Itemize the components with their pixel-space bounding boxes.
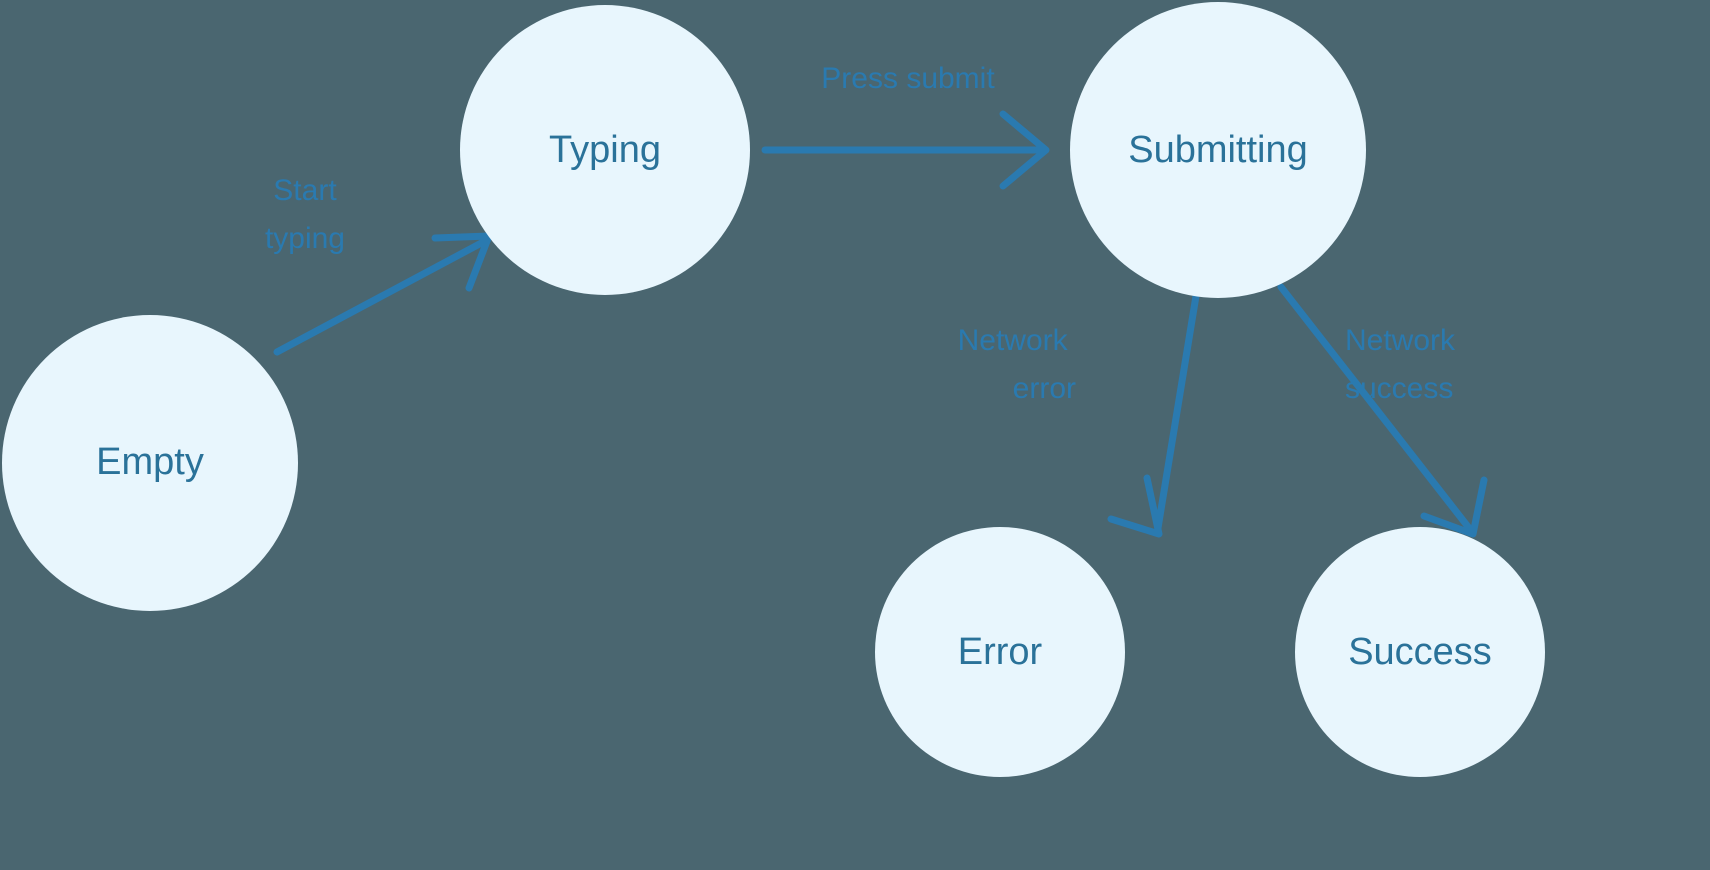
node-submitting-circle[interactable] — [1070, 2, 1366, 298]
edge-label-typing-to-submitting: Press submit — [821, 62, 995, 95]
arrowhead-submitting-to-error — [1107, 474, 1163, 538]
edge-line-submitting-to-error — [1154, 292, 1200, 532]
node-error-label: Error — [958, 631, 1043, 673]
edge-label-line: Network — [1345, 324, 1456, 357]
node-error-circle[interactable] — [875, 527, 1125, 777]
edge-label-line: Network — [958, 324, 1069, 357]
edge-submitting-to-success — [1277, 283, 1488, 538]
edge-label-submitting-to-error: Network error — [958, 324, 1076, 405]
node-empty-label: Empty — [96, 441, 204, 483]
node-typing-circle[interactable] — [460, 5, 750, 295]
node-success[interactable]: Success — [1295, 527, 1545, 777]
node-empty-circle[interactable] — [2, 315, 298, 611]
arrowhead-submitting-to-success — [1420, 476, 1488, 538]
arrowhead-typing-to-submitting — [999, 110, 1050, 190]
edge-label-line: error — [1013, 372, 1076, 405]
edge-typing-to-submitting — [761, 110, 1050, 190]
edge-label-line: typing — [265, 222, 345, 255]
edge-line-submitting-to-success — [1277, 283, 1473, 532]
node-success-circle[interactable] — [1295, 527, 1545, 777]
edge-label-empty-to-typing: Start typing — [265, 174, 345, 255]
edge-submitting-to-error — [1107, 292, 1200, 538]
node-empty[interactable]: Empty — [2, 315, 298, 611]
edge-line-empty-to-typing — [273, 236, 491, 356]
node-error[interactable]: Error — [875, 527, 1125, 777]
node-typing[interactable]: Typing — [460, 5, 750, 295]
edge-label-line: Press submit — [821, 62, 995, 95]
node-submitting-label: Submitting — [1128, 129, 1308, 171]
node-success-label: Success — [1348, 631, 1492, 673]
edge-label-submitting-to-success: Network success — [1345, 324, 1463, 405]
edge-label-line: success — [1345, 372, 1453, 405]
edge-label-line: Start — [273, 174, 337, 207]
node-submitting[interactable]: Submitting — [1070, 2, 1366, 298]
node-typing-label: Typing — [549, 129, 661, 171]
